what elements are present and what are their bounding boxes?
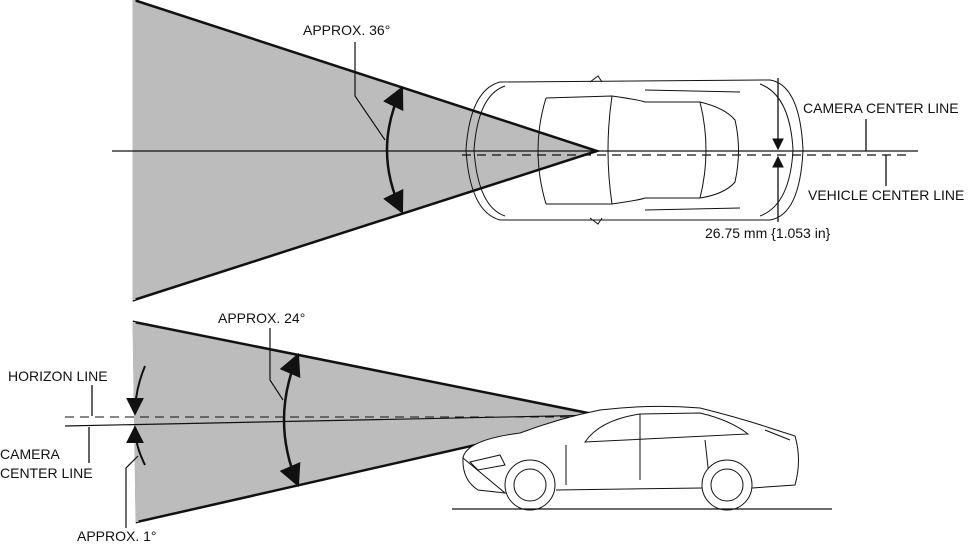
tilt-arc-bottom (126, 425, 146, 466)
offset-label: 26.75 mm {1.053 in} (705, 225, 831, 241)
top-angle-leader (354, 42, 386, 141)
camera-center-line-label: CAMERA CENTER LINE (803, 100, 959, 116)
tilt-leader (125, 455, 139, 528)
side-camera-center-label-2: CENTER LINE (0, 465, 93, 481)
side-angle-label: APPROX. 24° (218, 310, 305, 326)
car-top-view (465, 75, 804, 225)
car-side-view (462, 405, 799, 511)
tilt-label: APPROX. 1° (77, 528, 157, 544)
top-angle-arc (383, 85, 404, 215)
side-camera-center-label-1: CAMERA (0, 446, 61, 462)
side-angle-arc (279, 352, 301, 488)
tilt-arc-top (126, 365, 146, 416)
horizon-line-label: HORIZON LINE (8, 368, 108, 384)
side-camera-center-line (64, 414, 604, 427)
vehicle-center-line-label: VEHICLE CENTER LINE (808, 187, 964, 203)
side-view: APPROX. 24° HORIZON LINE CAMERA CENTER L… (0, 310, 832, 544)
top-view: APPROX. 36° 26.75 mm {1.053 in} CAMERA C… (112, 0, 964, 302)
side-angle-leader (269, 328, 284, 401)
top-angle-label: APPROX. 36° (303, 22, 390, 38)
